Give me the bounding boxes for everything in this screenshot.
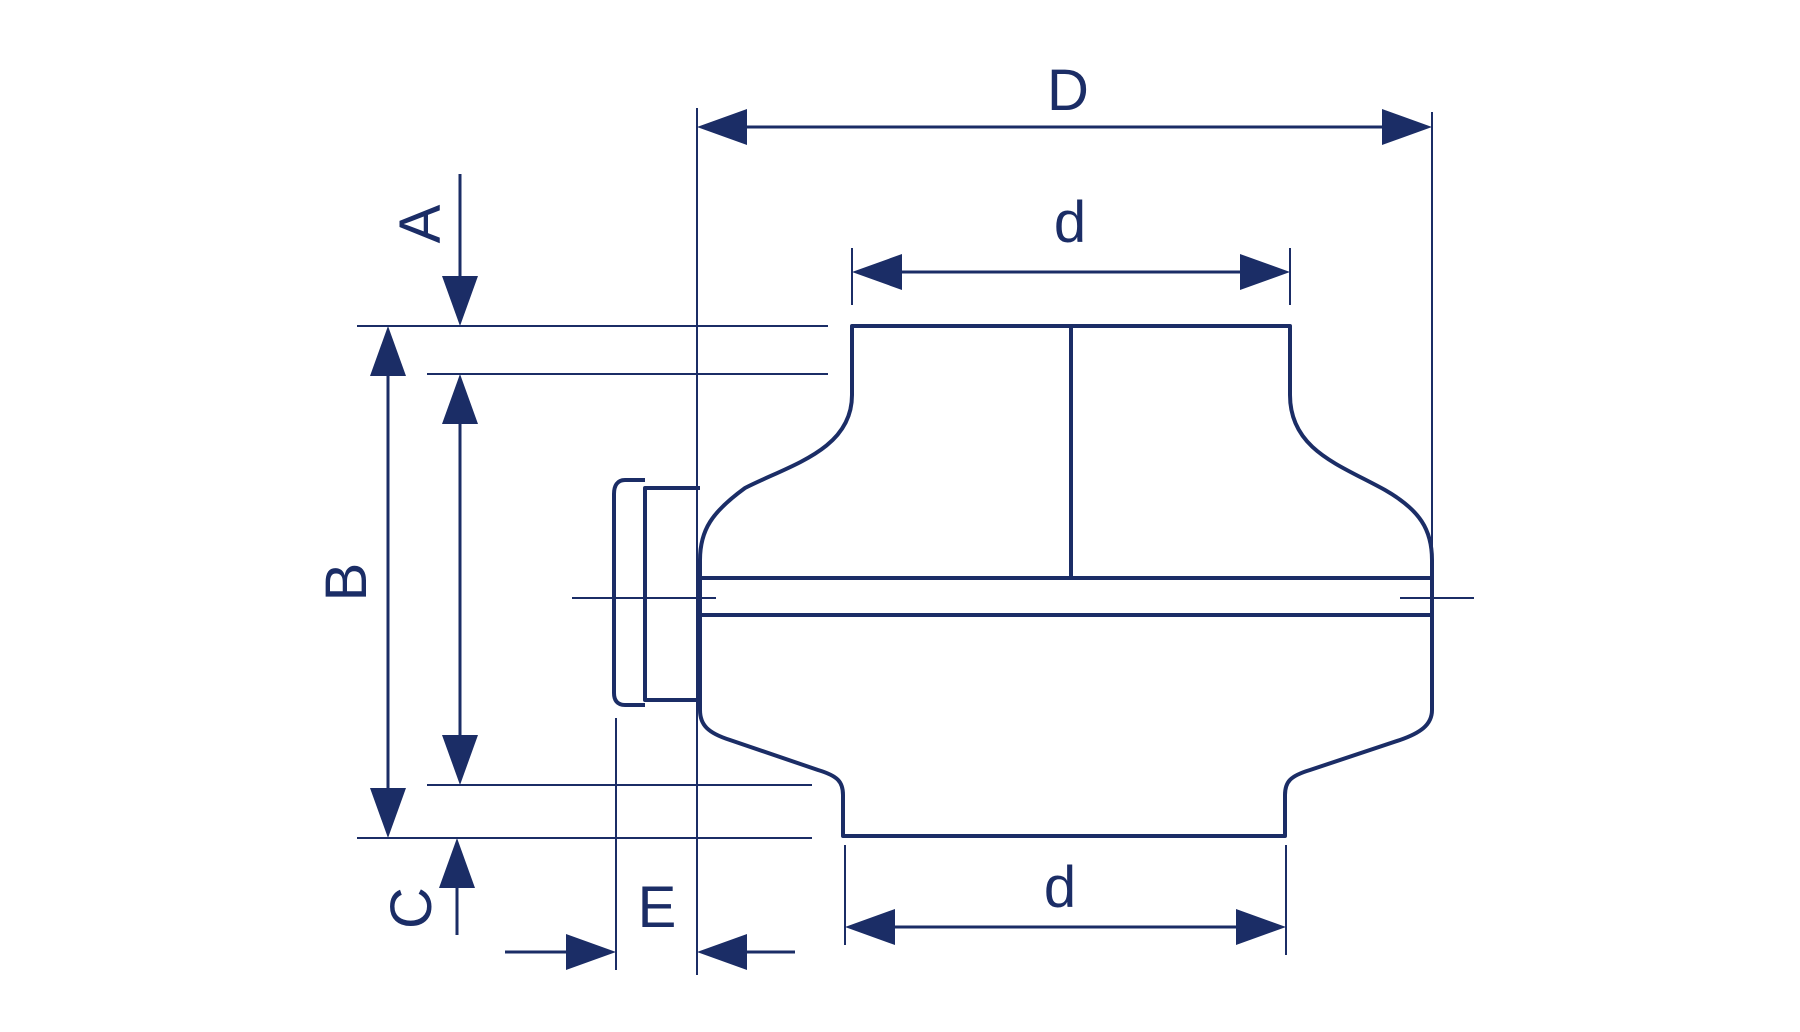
dimension-C: C bbox=[379, 838, 475, 935]
dimension-B: B bbox=[314, 326, 406, 838]
dimension-d-bottom: d bbox=[845, 855, 1286, 945]
arrow-B-down bbox=[370, 788, 406, 838]
arrow-d-top-left bbox=[852, 254, 902, 290]
arrow-E-right bbox=[566, 934, 616, 970]
arrow-D-left bbox=[697, 109, 747, 145]
label-B: B bbox=[314, 563, 379, 602]
arrow-inner-down bbox=[442, 735, 478, 785]
arrow-d-bottom-left bbox=[845, 909, 895, 945]
label-A: A bbox=[388, 204, 453, 243]
terminal-box-cap bbox=[612, 478, 645, 707]
dimension-inner-height bbox=[442, 374, 478, 785]
arrow-B-up bbox=[370, 326, 406, 376]
arrow-A-down bbox=[442, 276, 478, 326]
arrow-E-left bbox=[697, 934, 747, 970]
dimension-D: D bbox=[697, 58, 1432, 145]
fan-casing-outline bbox=[698, 324, 1434, 838]
arrow-d-bottom-right bbox=[1236, 909, 1286, 945]
dimension-E: E bbox=[505, 875, 795, 970]
dimension-A: A bbox=[388, 174, 478, 326]
fan-body bbox=[572, 324, 1474, 838]
dimension-d-top: d bbox=[852, 190, 1290, 290]
label-d-top: d bbox=[1054, 190, 1086, 255]
arrow-C-up bbox=[439, 838, 475, 888]
label-D: D bbox=[1047, 58, 1089, 123]
label-d-bottom: d bbox=[1044, 855, 1076, 920]
terminal-box bbox=[643, 486, 700, 702]
arrow-inner-up bbox=[442, 374, 478, 424]
arrow-D-right bbox=[1382, 109, 1432, 145]
label-E: E bbox=[638, 875, 677, 940]
label-C: C bbox=[379, 887, 444, 929]
arrow-d-top-right bbox=[1240, 254, 1290, 290]
extension-lines bbox=[357, 108, 1433, 975]
